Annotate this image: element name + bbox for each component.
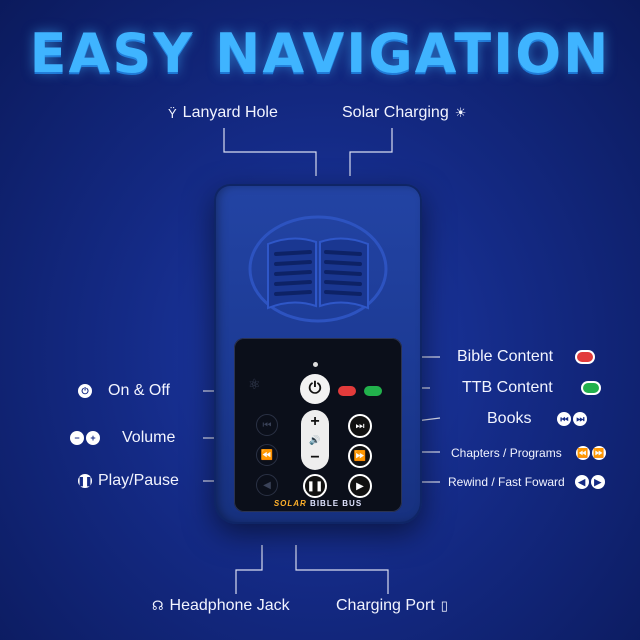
device-body: ⚛ ⏻ ⏮ ⏪ ◀ + 🔊 − ❚❚ ⏭ ⏩ ▶ SOLAR BIBLE BUS (214, 184, 422, 524)
volume-rocker[interactable]: + 🔊 − (301, 410, 329, 470)
rewind-label: Rewind / Fast Foward ◀▶ (448, 475, 605, 489)
usb-icon: ▯ (440, 598, 448, 613)
control-panel: ⚛ ⏻ ⏮ ⏪ ◀ + 🔊 − ❚❚ ⏭ ⏩ ▶ SOLAR BIBLE BUS (234, 338, 402, 512)
pause-button[interactable]: ❚❚ (303, 474, 327, 498)
red-led-icon (577, 352, 594, 362)
seek-icon: ⏪⏩ (575, 446, 606, 460)
headphone-icon: ☊ (152, 598, 164, 613)
ttb-content-label: TTB Content (462, 379, 599, 397)
on-off-label: ⏻ On & Off (78, 382, 170, 400)
headphone-jack-label: ☊ Headphone Jack (152, 597, 290, 614)
books-label: Books ⏮⏭ (487, 410, 588, 428)
indicator-dot (313, 362, 318, 367)
logo-icon: ⚛ (248, 376, 261, 392)
solar-charging-label: Solar Charging ☀ (342, 104, 467, 121)
lanyard-hole-label: Ÿ Lanyard Hole (168, 104, 278, 121)
ttb-content-led[interactable] (364, 386, 382, 396)
page-title: EASY NAVIGATION (29, 22, 611, 85)
bible-content-led[interactable] (338, 386, 356, 396)
charging-port-label: Charging Port ▯ (336, 597, 448, 614)
play-pause-label: ❚❚ Play/Pause (77, 472, 179, 489)
chapters-label: Chapters / Programs ⏪⏩ (451, 446, 606, 460)
ghost-rewind-button: ⏪ (256, 444, 278, 466)
fast-forward-button[interactable]: ▶ (348, 474, 372, 498)
power-icon: ⏻ (78, 384, 92, 398)
power-button[interactable]: ⏻ (300, 374, 330, 404)
brand-name: SOLAR BIBLE BUS (273, 499, 363, 508)
rewind-ff-icon: ◀▶ (574, 475, 605, 489)
green-led-icon (582, 383, 599, 393)
books-skip-button[interactable]: ⏭ (348, 414, 372, 438)
volume-icon: −+ (70, 431, 100, 445)
ghost-back-button: ◀ (256, 474, 278, 496)
lanyard-icon: Ÿ (168, 105, 177, 121)
solar-panel-icon: ☀ (454, 105, 467, 120)
volume-label: −+ Volume (70, 429, 175, 447)
skip-icon: ⏮⏭ (557, 412, 588, 426)
speaker-icon: 🔊 (309, 434, 321, 445)
volume-down-icon[interactable]: − (310, 449, 320, 466)
chapters-seek-button[interactable]: ⏩ (348, 444, 372, 468)
ghost-prev-button: ⏮ (256, 414, 278, 436)
pause-icon: ❚❚ (77, 474, 93, 488)
speaker-grille-bible-icon (248, 215, 388, 323)
volume-up-icon[interactable]: + (310, 413, 320, 430)
bible-content-label: Bible Content (457, 348, 594, 366)
